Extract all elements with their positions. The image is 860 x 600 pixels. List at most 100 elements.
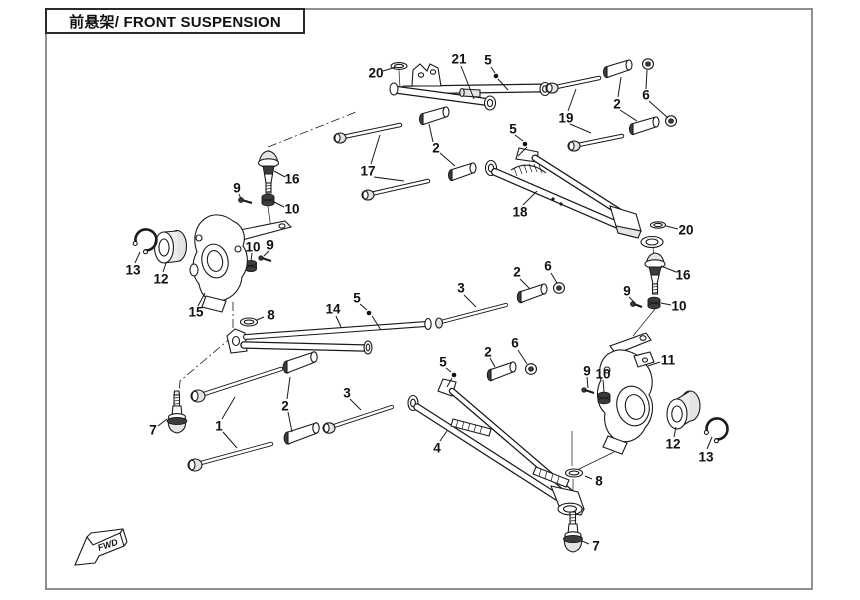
- bolt-3a: [435, 302, 509, 329]
- leader-line: [371, 315, 382, 331]
- leader-dot: [522, 141, 528, 147]
- bushing-2a: [418, 106, 450, 126]
- callout-20: 20: [678, 223, 693, 238]
- callout-8: 8: [267, 308, 275, 323]
- callout-14: 14: [325, 302, 341, 317]
- leader-dot: [493, 73, 499, 79]
- washer-6a: [641, 58, 655, 70]
- leader-line: [619, 109, 638, 122]
- leader-line: [238, 193, 242, 200]
- leader-line: [287, 411, 293, 433]
- bushing-2c: [602, 59, 633, 79]
- leader-dot: [451, 372, 457, 378]
- upper-a-arm-21: [389, 62, 551, 111]
- callout-1: 1: [215, 419, 223, 434]
- title-box: 前悬架/ FRONT SUSPENSION: [45, 8, 305, 34]
- ball-joint-16b: [644, 252, 666, 295]
- callout-9: 9: [233, 181, 241, 196]
- leader-line: [460, 65, 475, 100]
- callout-10: 10: [671, 299, 686, 314]
- lower-a-arm-14: [226, 317, 432, 355]
- bushing-2g: [282, 351, 318, 374]
- leader-line: [221, 396, 236, 420]
- callout-5: 5: [353, 291, 361, 306]
- leader-line: [134, 251, 141, 264]
- leader-line: [359, 303, 368, 311]
- leader-line: [628, 296, 635, 303]
- nut-10a: [261, 193, 275, 207]
- callout-5: 5: [509, 122, 517, 137]
- washer-6b: [664, 115, 678, 127]
- leader-line: [660, 302, 672, 306]
- bushing-2h: [283, 422, 320, 445]
- leader-line: [446, 377, 453, 388]
- callout-19: 19: [558, 111, 573, 126]
- leader-line: [581, 540, 590, 545]
- leader-line: [439, 430, 448, 442]
- callout-9: 9: [623, 284, 631, 299]
- bolt-9c: [581, 387, 595, 394]
- callout-4: 4: [433, 441, 441, 456]
- leader-line: [286, 376, 291, 400]
- ball-joint-16a: [257, 150, 280, 194]
- callout-2: 2: [484, 345, 492, 360]
- washer-6c: [552, 282, 566, 294]
- leader-line: [256, 316, 265, 321]
- callout-18: 18: [512, 205, 528, 220]
- o-ring-8b: [564, 468, 584, 478]
- leader-line: [370, 134, 381, 165]
- callout-8: 8: [595, 474, 603, 489]
- callout-10: 10: [595, 367, 610, 382]
- steering-knuckle-15: [189, 214, 293, 313]
- callout-2: 2: [281, 399, 289, 414]
- leader-line: [517, 349, 528, 365]
- leader-line: [569, 123, 592, 134]
- leader-line: [273, 201, 285, 208]
- callout-13: 13: [125, 263, 141, 278]
- callout-9: 9: [266, 238, 274, 253]
- page-title: 前悬架/ FRONT SUSPENSION: [69, 13, 281, 31]
- shock-mount-bracket: [411, 63, 442, 87]
- callout-5: 5: [484, 53, 492, 68]
- leader-line: [550, 272, 558, 284]
- bolt-9a2: [258, 255, 272, 262]
- leader-line: [519, 278, 531, 290]
- leader-line: [250, 252, 253, 262]
- callout-16: 16: [675, 268, 691, 283]
- nut-10a2: [245, 259, 257, 273]
- steering-knuckle-11: [596, 332, 655, 455]
- callout-2: 2: [613, 97, 621, 112]
- bolt-1a: [190, 366, 284, 403]
- leader-line: [645, 69, 648, 90]
- leader-line: [489, 357, 496, 368]
- pivot-bolt-17b: [361, 178, 431, 201]
- callout-2: 2: [432, 141, 440, 156]
- leader-line: [617, 76, 622, 98]
- callout-3: 3: [343, 386, 351, 401]
- lower-a-arm-4: [407, 378, 585, 516]
- callout-10: 10: [245, 240, 260, 255]
- callout-9: 9: [583, 364, 591, 379]
- leader-line: [648, 100, 669, 119]
- pivot-bolt-17a: [333, 122, 403, 144]
- leader-line: [157, 418, 168, 427]
- callout-20: 20: [368, 66, 383, 81]
- callout-12: 12: [153, 272, 168, 287]
- callout-3: 3: [457, 281, 465, 296]
- leader-line: [263, 250, 270, 257]
- bushing-2b: [447, 162, 477, 182]
- leader-line: [517, 146, 528, 157]
- ball-joint-7a: [166, 390, 188, 434]
- wheel-bearing-12b: [666, 390, 701, 430]
- leader-line: [602, 379, 605, 393]
- leader-line: [567, 88, 577, 112]
- pivot-bolt-19a: [545, 75, 602, 94]
- bolt-9b: [630, 301, 643, 309]
- bushing-2e: [516, 283, 548, 304]
- leader-line: [197, 292, 206, 307]
- callout-12: 12: [665, 437, 680, 452]
- leader-line: [162, 262, 167, 273]
- leader-line: [273, 170, 286, 178]
